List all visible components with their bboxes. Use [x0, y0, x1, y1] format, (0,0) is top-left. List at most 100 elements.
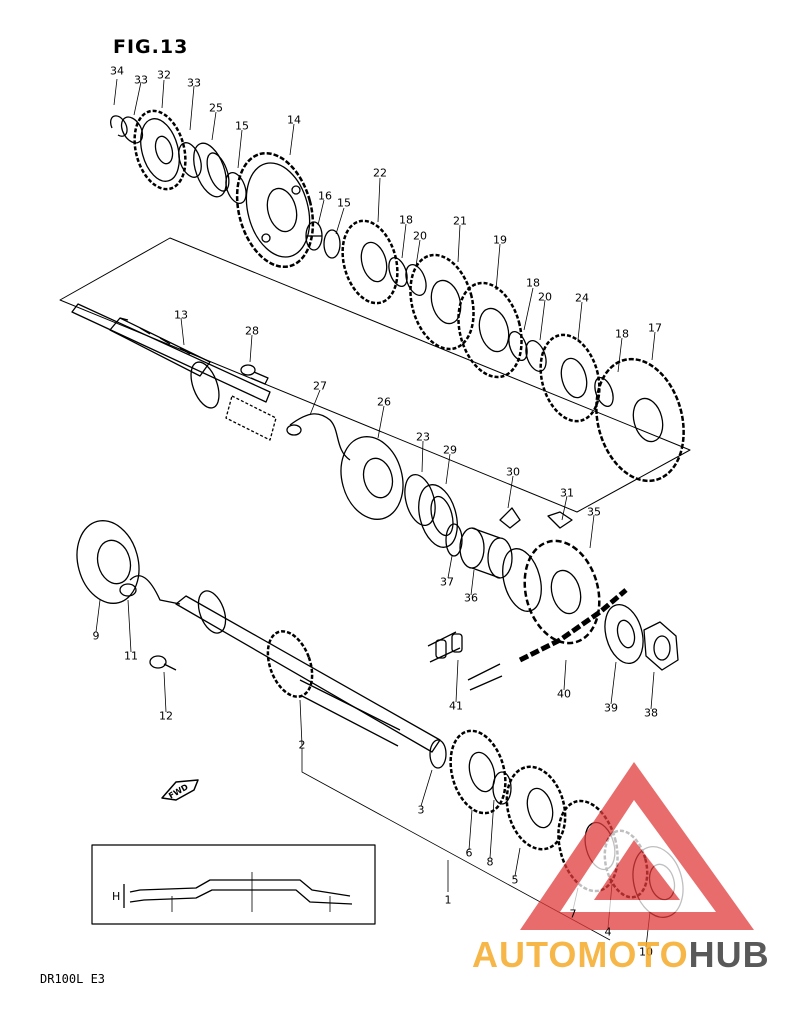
watermark-text-main: AUTOMOTO: [472, 934, 689, 975]
circlip-18b: [508, 330, 528, 362]
washer-8: [492, 771, 512, 805]
callout-3: 3: [417, 803, 425, 817]
model-code: DR100L E3: [40, 972, 106, 986]
callout-11: 11: [124, 649, 138, 663]
callout-23: 23: [416, 430, 430, 444]
gear-5: [505, 765, 567, 851]
bushing-25: [193, 142, 230, 198]
gear-14: [235, 151, 315, 269]
chain-joint-41: [427, 631, 503, 691]
watermark-logo: [520, 762, 754, 930]
callout-29: 29: [443, 443, 457, 457]
watermark-text: AUTOMOTOHUB: [472, 934, 770, 976]
chain-40: [518, 588, 628, 663]
fwd-arrow: [161, 779, 199, 801]
callout-27: 27: [313, 379, 327, 393]
callout-38: 38: [644, 706, 658, 720]
callout-33: 33: [134, 73, 148, 87]
spacer-36: [459, 527, 513, 579]
callout-30: 30: [506, 465, 520, 479]
callout-4: 4: [604, 925, 612, 939]
inset-dimension-label: H: [112, 890, 121, 903]
bearing-3: [429, 739, 447, 769]
group-outline: [59, 237, 691, 513]
callout-36: 36: [464, 591, 478, 605]
circlip-18c: [594, 376, 614, 408]
callout-2: 2: [298, 738, 306, 752]
callout-5: 5: [511, 873, 519, 887]
callout-34: 34: [110, 64, 124, 78]
bolt-28: [240, 364, 269, 385]
sprocket-35: [523, 539, 601, 645]
callout-20: 20: [538, 290, 552, 304]
callout-6: 6: [465, 846, 473, 860]
callout-14: 14: [287, 113, 301, 127]
washer-15b: [323, 229, 341, 259]
callout-22: 22: [373, 166, 387, 180]
callout-12: 12: [159, 709, 173, 723]
callout-21: 21: [453, 214, 467, 228]
watermark-text-hub: HUB: [688, 934, 770, 975]
gear-19: [457, 281, 523, 379]
washer-15a: [225, 172, 247, 204]
callout-7: 7: [569, 907, 577, 921]
washer-20a: [405, 264, 427, 296]
callout-31: 31: [560, 486, 574, 500]
washer-20b: [525, 340, 547, 372]
callout-33: 33: [187, 76, 201, 90]
gear-24: [539, 333, 601, 423]
leader-lines: [95, 78, 656, 948]
callout-16: 16: [318, 189, 332, 203]
inset-detail: [91, 844, 376, 925]
bearing-26: [340, 436, 404, 520]
gear-6: [449, 729, 507, 815]
callout-32: 32: [157, 68, 171, 82]
callout-10: 10: [639, 945, 653, 959]
callout-8: 8: [486, 855, 494, 869]
gear-17: [595, 357, 685, 483]
bolt-31: [547, 511, 573, 529]
needle-bearing-16: [305, 221, 323, 251]
callout-28: 28: [245, 324, 259, 338]
o-ring-37: [445, 523, 463, 557]
callout-20: 20: [413, 229, 427, 243]
gear-32: [133, 109, 187, 191]
countershaft-13: [71, 303, 277, 441]
gear-21: [409, 253, 475, 351]
callout-39: 39: [604, 701, 618, 715]
callout-24: 24: [575, 291, 589, 305]
callout-17: 17: [648, 321, 662, 335]
circlip-18a: [388, 256, 408, 288]
figure-title: FIG.13: [113, 36, 189, 58]
plate-27: [286, 413, 351, 461]
mainshaft-2: [175, 590, 441, 753]
plate-11: [119, 575, 181, 605]
callout-40: 40: [557, 687, 571, 701]
lock-washer-30: [499, 507, 542, 612]
nut-38: [643, 621, 679, 671]
callout-9: 9: [92, 629, 100, 643]
washer-33a: [120, 116, 144, 144]
callout-1: 1: [444, 893, 452, 907]
callout-18: 18: [399, 213, 413, 227]
gear-22: [341, 219, 399, 305]
callout-41: 41: [449, 699, 463, 713]
ring-23: [404, 473, 436, 527]
callout-13: 13: [174, 308, 188, 322]
oil-seal-29: [418, 484, 458, 548]
callout-18: 18: [615, 327, 629, 341]
screw-12: [149, 655, 177, 671]
callout-19: 19: [493, 233, 507, 247]
callout-25: 25: [209, 101, 223, 115]
callout-35: 35: [587, 505, 601, 519]
washer-39: [604, 604, 644, 664]
callout-15: 15: [235, 119, 249, 133]
bearing-9: [76, 520, 140, 604]
washer-33b: [178, 142, 202, 178]
callout-37: 37: [440, 575, 454, 589]
callout-15: 15: [337, 196, 351, 210]
callout-18: 18: [526, 276, 540, 290]
callout-26: 26: [377, 395, 391, 409]
